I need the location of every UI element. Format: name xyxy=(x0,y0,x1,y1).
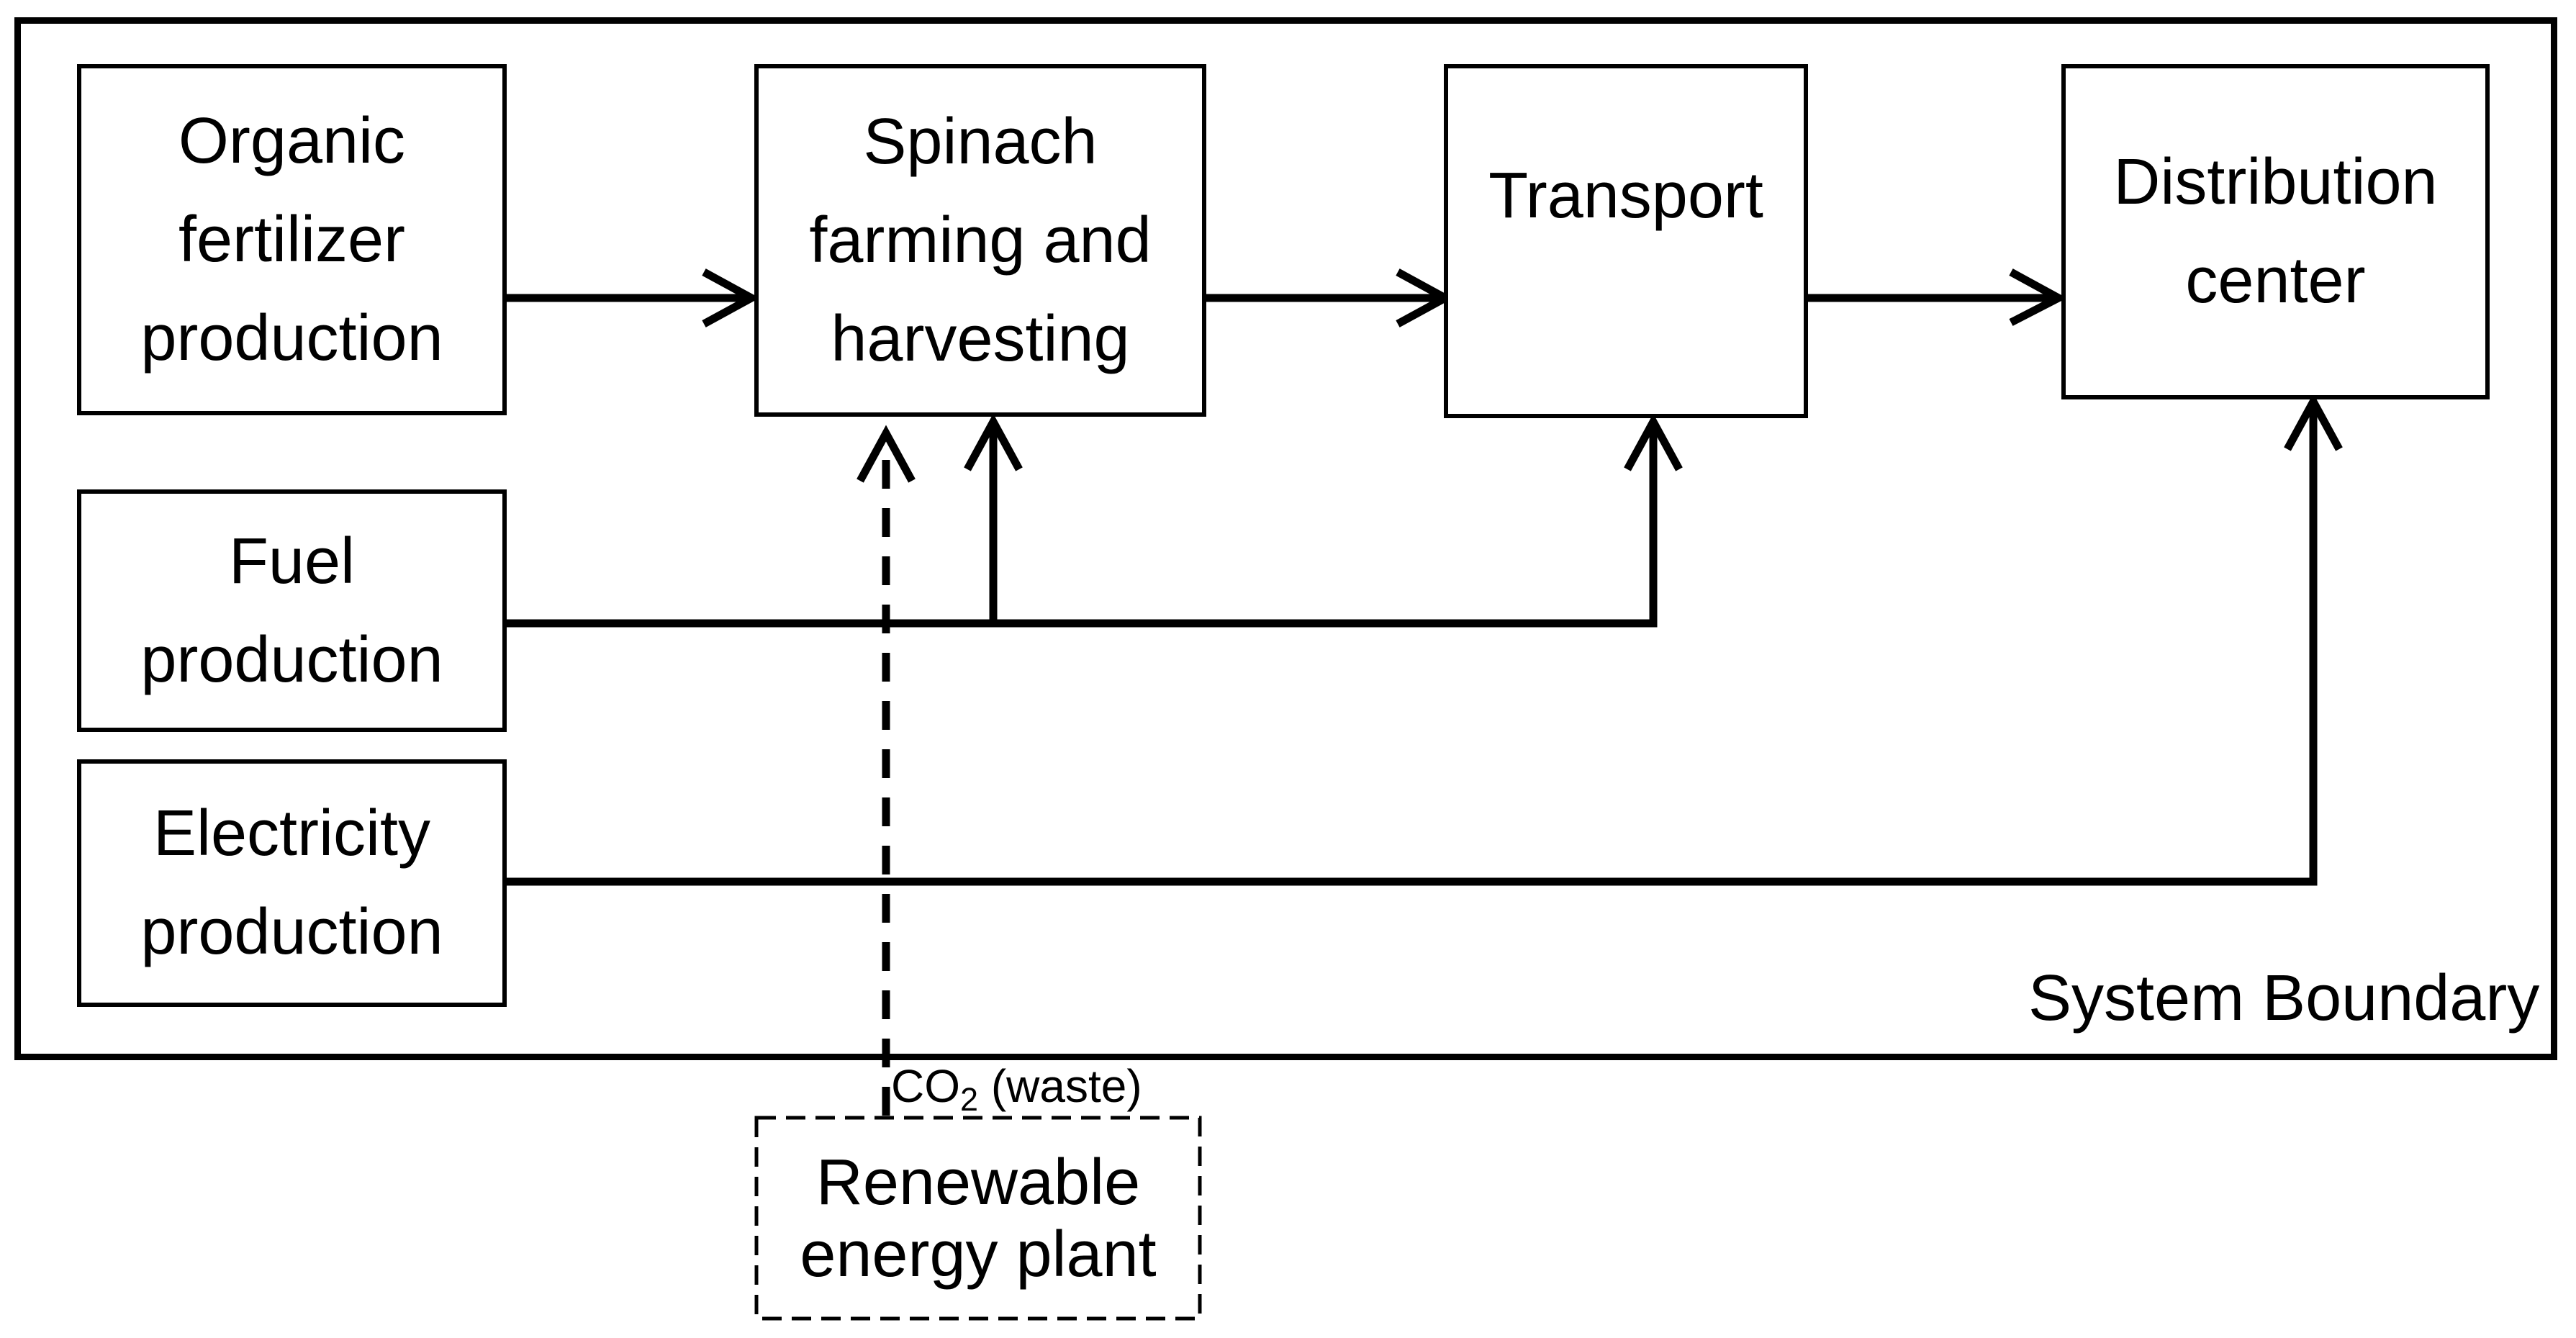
system-boundary-box xyxy=(14,17,2557,1060)
node-label-line: production xyxy=(140,302,443,374)
node-label-line: Organic xyxy=(178,104,406,177)
node-spinach-farming-and-harvesting: Spinach farming and harvesting xyxy=(754,64,1206,417)
arrow-fuel-to-spinach-head xyxy=(964,413,1023,471)
arrow-co2-dashed-head xyxy=(857,425,916,483)
node-label-line: Fuel xyxy=(228,525,356,597)
node-fuel-production: Fuel production xyxy=(77,489,507,732)
node-transport: Transport xyxy=(1444,64,1808,418)
arrow-transport-to-distribution-head xyxy=(2009,268,2067,326)
co2-base-text: CO xyxy=(891,1060,960,1112)
node-label-line: energy plant xyxy=(800,1218,1157,1290)
arrow-electricity-to-distribution-shaft xyxy=(507,404,2318,886)
node-label-line: Transport xyxy=(1488,159,1763,232)
co2-waste-text: (waste) xyxy=(978,1060,1142,1112)
node-renewable-energy-plant: Renewable energy plant xyxy=(754,1116,1202,1321)
co2-subscript: 2 xyxy=(960,1081,979,1118)
arrow-fuel-to-transport-shaft xyxy=(507,425,1658,628)
arrow-organic-to-spinach-head xyxy=(702,268,760,327)
node-label-line: Electricity xyxy=(153,797,431,869)
node-electricity-production: Electricity production xyxy=(77,759,507,1007)
node-label-line: production xyxy=(140,623,443,696)
node-organic-fertilizer-production: Organic fertilizer production xyxy=(77,64,507,415)
node-label-line: center xyxy=(2185,245,2366,317)
node-label-line: harvesting xyxy=(831,302,1130,375)
arrow-fuel-to-transport-head xyxy=(1624,413,1683,471)
co2-waste-edge-label: CO2 (waste) xyxy=(891,1060,1142,1118)
node-label-line: farming and xyxy=(809,204,1152,276)
system-boundary-label: System Boundary xyxy=(2028,962,2540,1034)
node-label-line: production xyxy=(140,896,443,968)
node-label-line: Spinach xyxy=(863,105,1098,178)
node-label-line: Renewable xyxy=(815,1146,1141,1219)
renewable-energy-plant-dashed-border xyxy=(754,1116,1202,1321)
node-distribution-center: Distribution center xyxy=(2061,64,2490,399)
node-label-line: Distribution xyxy=(2113,146,2438,218)
arrow-electricity-to-distribution-head xyxy=(2284,393,2343,451)
node-label-line: fertilizer xyxy=(178,203,406,276)
